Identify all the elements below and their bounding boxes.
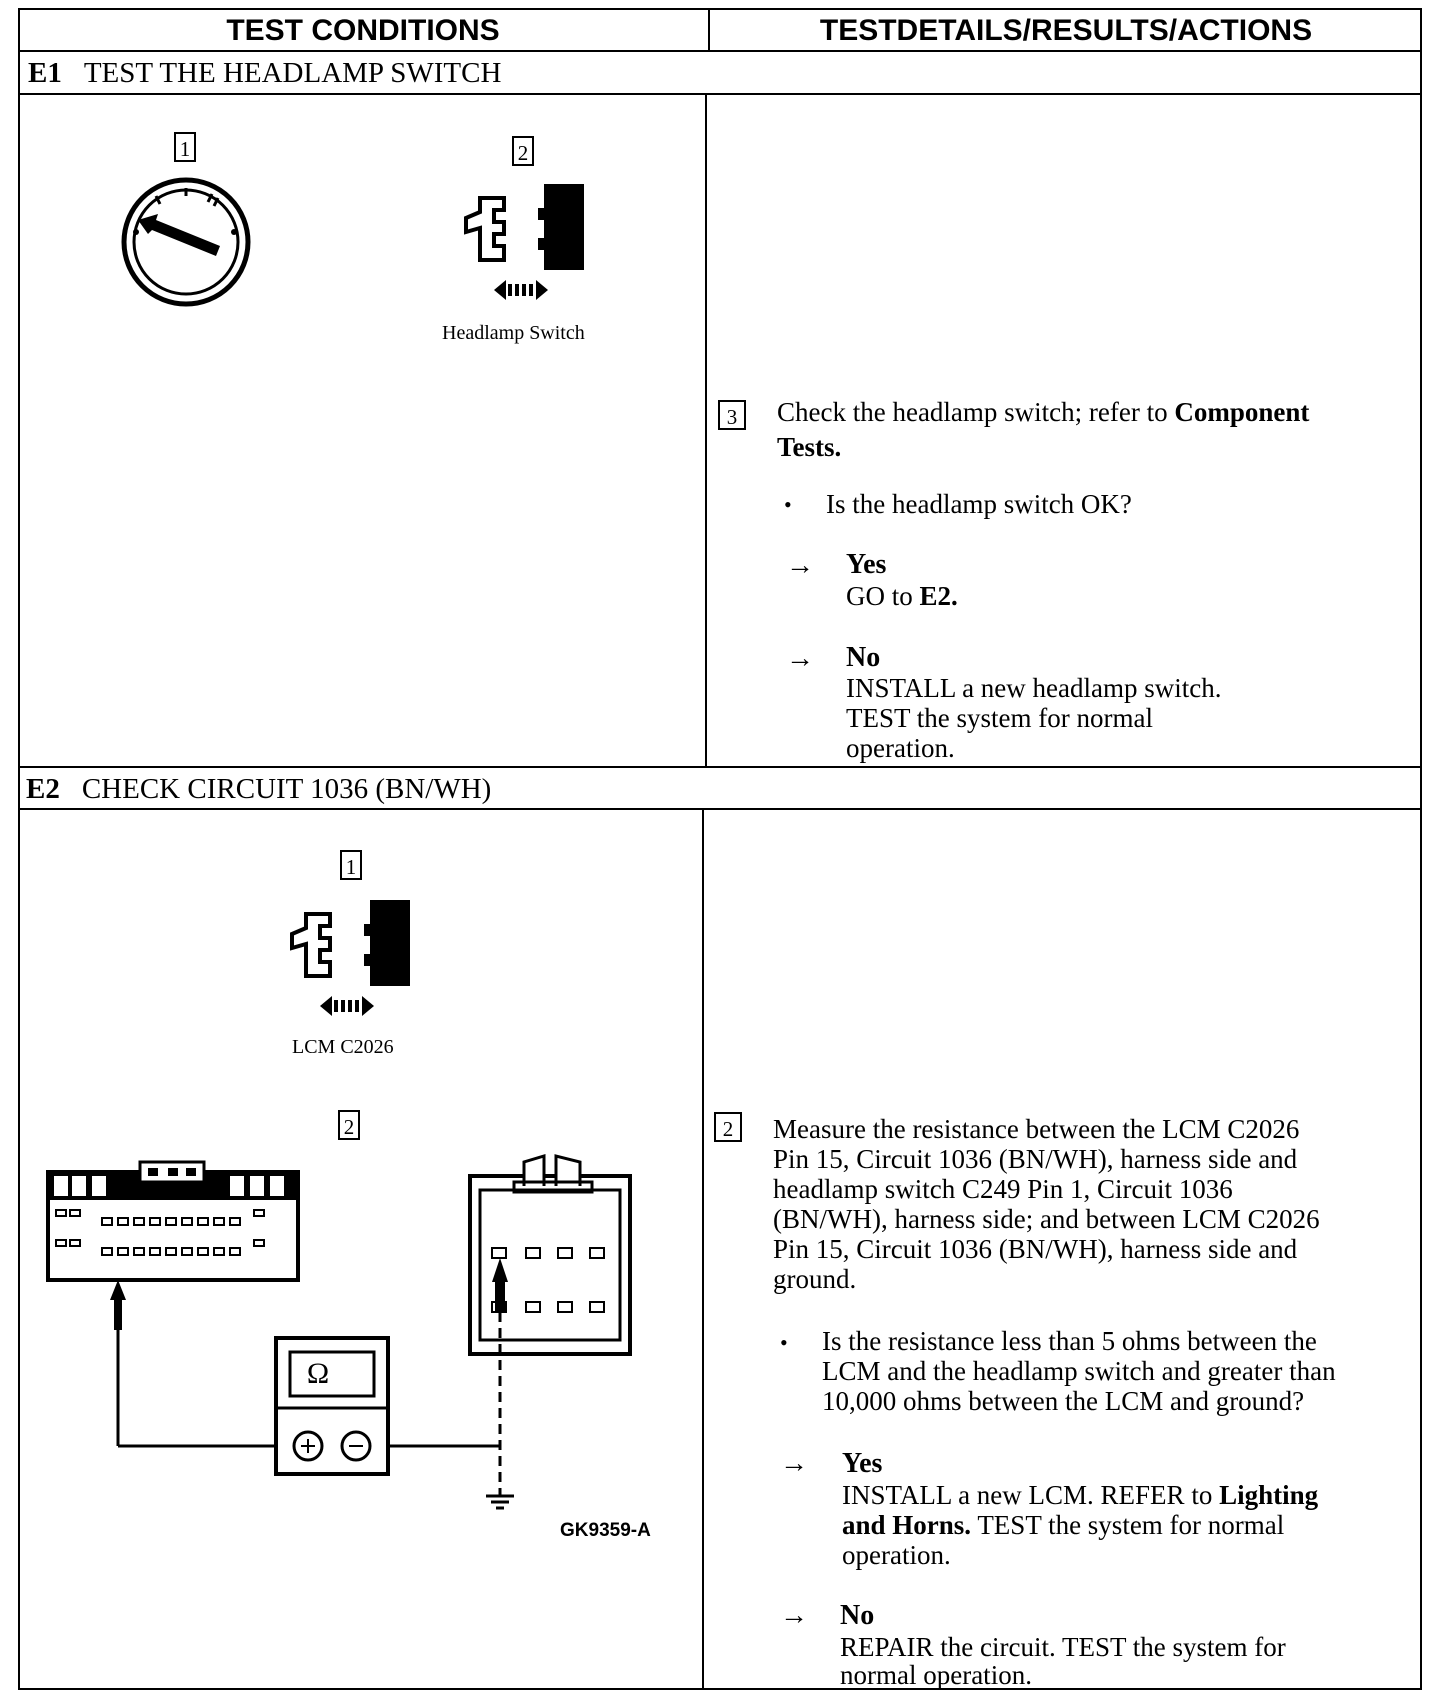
e2-no-label: No [840,1600,875,1631]
e2-yes-arrow: → [780,1448,808,1479]
figure-id: GK9359-A [560,1520,651,1541]
e2-instruction-3: headlamp switch C249 Pin 1, Circuit 1036 [773,1174,1233,1204]
ignition-switch-icon [121,177,251,307]
e1-yes-label: Yes [846,549,887,580]
e2-instruction-2: Pin 15, Circuit 1036 (BN/WH), harness si… [773,1144,1298,1174]
e1-no-action-2: TEST the system for normal [846,703,1153,733]
e1-yes-action-text: GO to [846,581,913,611]
e1-yes-action-target: E2. [919,581,958,611]
e1-title: TEST THE HEADLAMP SWITCH [83,57,502,89]
e2-instruction-6: ground. [773,1264,857,1294]
e2-yes-action-2-bold: and Horns. [842,1510,972,1540]
ohmmeter [274,1336,390,1476]
e1-step2-box: 2 [512,136,534,166]
e2-step2-box: 2 [338,1110,360,1140]
e2-yes-action-1: INSTALL a new LCM. REFER to Lighting [842,1480,1318,1510]
e2-yes-action-3: operation. [842,1540,951,1570]
e2-no-action-2: normal operation. [840,1660,1032,1690]
table-frame [18,8,1422,1690]
lcm-connector-body [46,1160,300,1282]
e2-question-1: Is the resistance less than 5 ohms betwe… [822,1326,1317,1356]
e1-yes-action: GO to E2. [846,581,958,611]
e1-column-divider [705,93,707,767]
e1-no-action-1: INSTALL a new headlamp switch. [846,673,1222,703]
header-column-divider [708,8,710,51]
circuit-diagram [46,1153,632,1510]
e1-question-bullet: • [784,492,792,517]
ohmmeter-display-symbol: Ω [306,1357,330,1390]
lcm-connector-caption: LCM C2026 [292,1036,394,1058]
e1-instruction-bold-2: Tests. [777,432,842,462]
e2-title: CHECK CIRCUIT 1036 (BN/WH) [81,773,492,805]
e2-instruction-1: Measure the resistance between the LCM C… [773,1114,1300,1144]
e2-yes-action-2: and Horns. TEST the system for normal [842,1510,1284,1540]
e2-top-divider [18,766,1422,768]
e1-section-title: E1 TEST THE HEADLAMP SWITCH [28,55,501,91]
headlamp-switch-connector-body [468,1153,632,1356]
e1-title-divider [18,93,1422,95]
e2-yes-action-1-text: INSTALL a new LCM. REFER to [842,1480,1213,1510]
e1-yes-arrow: → [786,550,814,581]
e1-no-arrow: → [786,643,814,674]
e1-step3-box: 3 [718,400,746,430]
e2-code: E2 [26,773,60,805]
header-test-conditions: TEST CONDITIONS [226,14,500,47]
e1-question: Is the headlamp switch OK? [826,489,1132,519]
e2-title-divider [18,808,1422,810]
header-divider [18,50,1422,52]
e2-step1-box: 1 [340,850,362,880]
e1-instruction-bold: Component [1174,397,1310,427]
e2-step-right-box: 2 [714,1112,742,1142]
e2-question-3: 10,000 ohms between the LCM and ground? [822,1386,1305,1416]
e2-question-2: LCM and the headlamp switch and greater … [822,1356,1336,1386]
e2-column-divider [702,808,704,1690]
header-test-details: TESTDETAILS/RESULTS/ACTIONS [819,14,1313,47]
e1-no-label: No [846,642,881,673]
ground-symbol-icon [486,1494,514,1510]
e2-instruction-4: (BN/WH), harness side; and between LCM C… [773,1204,1320,1234]
e2-yes-action-2-text: TEST the system for normal [977,1510,1285,1540]
e1-code: E1 [28,57,62,89]
e2-yes-action-1-bold: Lighting [1219,1480,1319,1510]
e1-instruction-text: Check the headlamp switch; refer to [777,397,1168,427]
e1-no-action-3: operation. [846,733,955,763]
lcm-connector-icon [290,900,410,1016]
e1-instruction-line1: Check the headlamp switch; refer to Comp… [777,397,1309,427]
headlamp-switch-caption: Headlamp Switch [442,322,585,344]
e2-section-title: E2 CHECK CIRCUIT 1036 (BN/WH) [26,771,491,807]
e2-yes-label: Yes [842,1448,883,1479]
headlamp-switch-connector-icon [464,184,584,300]
e1-step1-box: 1 [174,132,196,162]
e2-question-bullet: • [780,1330,788,1355]
e2-no-action-1: REPAIR the circuit. TEST the system for [840,1632,1286,1662]
e2-instruction-5: Pin 15, Circuit 1036 (BN/WH), harness si… [773,1234,1298,1264]
e2-no-arrow: → [780,1600,808,1631]
e1-instruction-line2: Tests. [777,432,841,462]
